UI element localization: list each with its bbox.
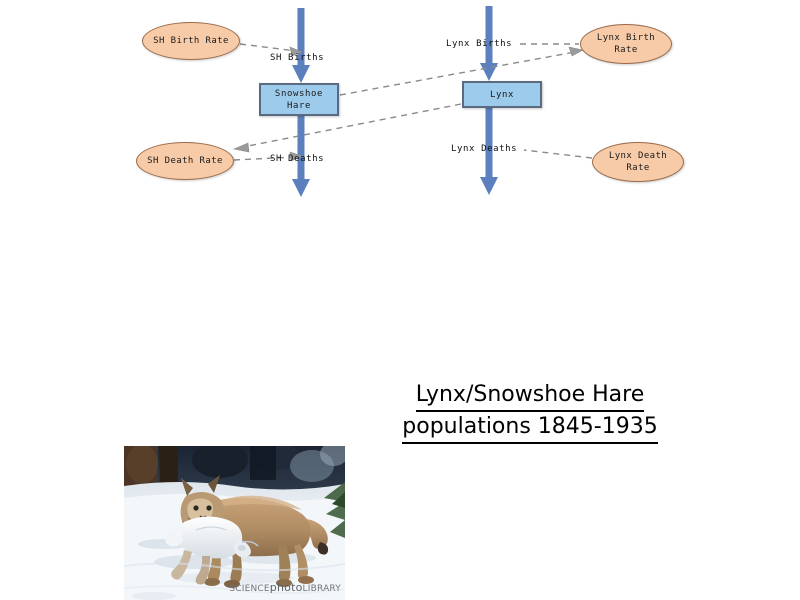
flow-arrow-sh-inflow: [292, 8, 310, 83]
link-snowshoe-hare-to-lynx-birth-rate: [339, 46, 584, 96]
photo-credit-science: SCIENCE: [229, 584, 270, 594]
rate-lynx-birth-rate-label: Lynx Birth Rate: [596, 33, 656, 55]
lynx-hare-photo: SCIENCEphotoLIBRARY: [124, 446, 345, 600]
diagram-connectors: [232, 6, 593, 197]
rate-sh-birth-rate[interactable]: SH Birth Rate: [142, 22, 240, 60]
flow-arrow-lynx-outflow: [480, 108, 498, 195]
stock-snowshoe-hare[interactable]: Snowshoe Hare: [259, 83, 339, 116]
flow-label-sh-births: SH Births: [270, 53, 325, 63]
page-title-line-1: Lynx/Snowshoe Hare: [415, 380, 645, 412]
page-title: Lynx/Snowshoe Hare populations 1845-1935: [400, 380, 660, 444]
stock-snowshoe-hare-label: Snowshoe Hare: [274, 88, 324, 111]
lynx-hare-photo-art: [124, 446, 345, 600]
flow-label-sh-deaths: SH Deaths: [270, 154, 325, 164]
flow-arrow-sh-outflow: [292, 116, 310, 197]
photo-credit-watermark: SCIENCEphotoLIBRARY: [229, 581, 341, 594]
link-lynx-to-sh-death-rate: [232, 103, 462, 153]
flow-label-lynx-births: Lynx Births: [446, 39, 513, 49]
rate-sh-death-rate-label: SH Death Rate: [147, 156, 223, 166]
rate-lynx-birth-rate[interactable]: Lynx Birth Rate: [580, 24, 672, 64]
stock-lynx[interactable]: Lynx: [462, 81, 542, 108]
flow-label-lynx-deaths: Lynx Deaths: [451, 144, 518, 154]
photo-credit-library: LIBRARY: [302, 584, 341, 594]
stock-lynx-label: Lynx: [489, 89, 515, 100]
rate-lynx-death-rate-label: Lynx Death Rate: [608, 151, 668, 173]
rate-lynx-death-rate[interactable]: Lynx Death Rate: [592, 142, 684, 182]
link-lynx-death-rate-to-lynx-deaths: [523, 149, 593, 159]
link-sh-birth-rate-to-sh-births: [239, 43, 303, 57]
rate-sh-birth-rate-label: SH Birth Rate: [153, 36, 229, 46]
rate-sh-death-rate[interactable]: SH Death Rate: [136, 142, 234, 180]
link-sh-death-rate-to-sh-deaths: [233, 151, 303, 162]
page-title-line-2: populations 1845-1935: [402, 412, 658, 444]
photo-credit-photo: photo: [269, 581, 303, 594]
